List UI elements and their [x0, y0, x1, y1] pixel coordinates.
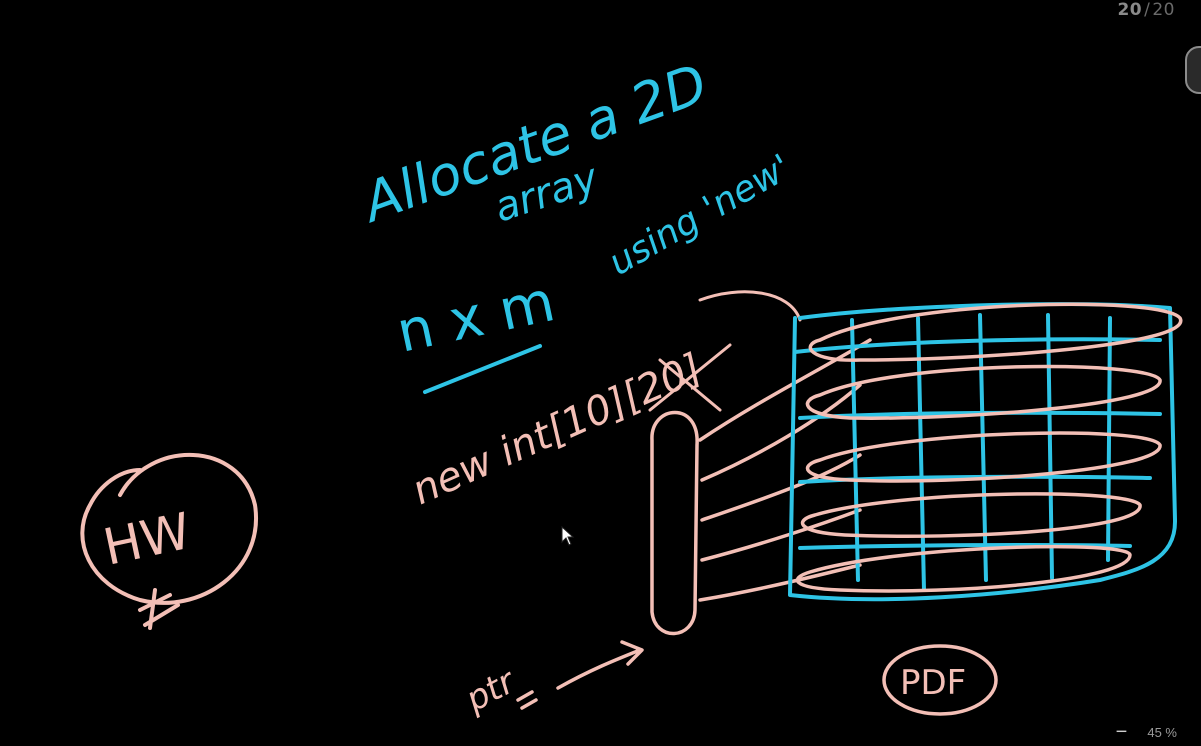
text-using-new: using 'new' [602, 147, 798, 284]
page-separator: / [1144, 0, 1151, 20]
text-new-int: new int[10][20] [405, 345, 709, 514]
page-counter: 20/20 [1117, 0, 1175, 20]
zoom-controls: − 45 % [1116, 722, 1177, 742]
total-pages: 20 [1152, 0, 1175, 20]
row-pointer-1 [698, 338, 872, 442]
row-pointer-5 [698, 563, 862, 602]
text-pdf: PDF [900, 663, 966, 703]
ptr-pointer: ptr [459, 640, 644, 721]
side-panel-handle[interactable] [1185, 46, 1201, 94]
text-n-x-m: n x m [391, 269, 560, 366]
text-ptr: ptr [459, 661, 524, 721]
n-x-m-underline [423, 344, 542, 394]
mouse-cursor-icon [561, 526, 575, 546]
row-pointer-2 [700, 383, 862, 482]
code-strike-mark [648, 290, 802, 412]
zoom-level: 45 % [1147, 724, 1177, 740]
grid-outline [788, 302, 1178, 602]
row-pointer-3 [700, 453, 862, 522]
row-pointer-4 [700, 508, 862, 562]
current-page: 20 [1117, 0, 1143, 20]
handwritten-title: Allocate a 2D array using 'new' n x m [352, 52, 798, 394]
ptr-arrow [556, 640, 644, 690]
hw-note: HW [80, 452, 259, 630]
text-hw: HW [98, 502, 195, 577]
row-ellipses [796, 302, 1183, 593]
zoom-out-button[interactable]: − [1115, 721, 1128, 743]
pdf-note: PDF [882, 644, 998, 716]
